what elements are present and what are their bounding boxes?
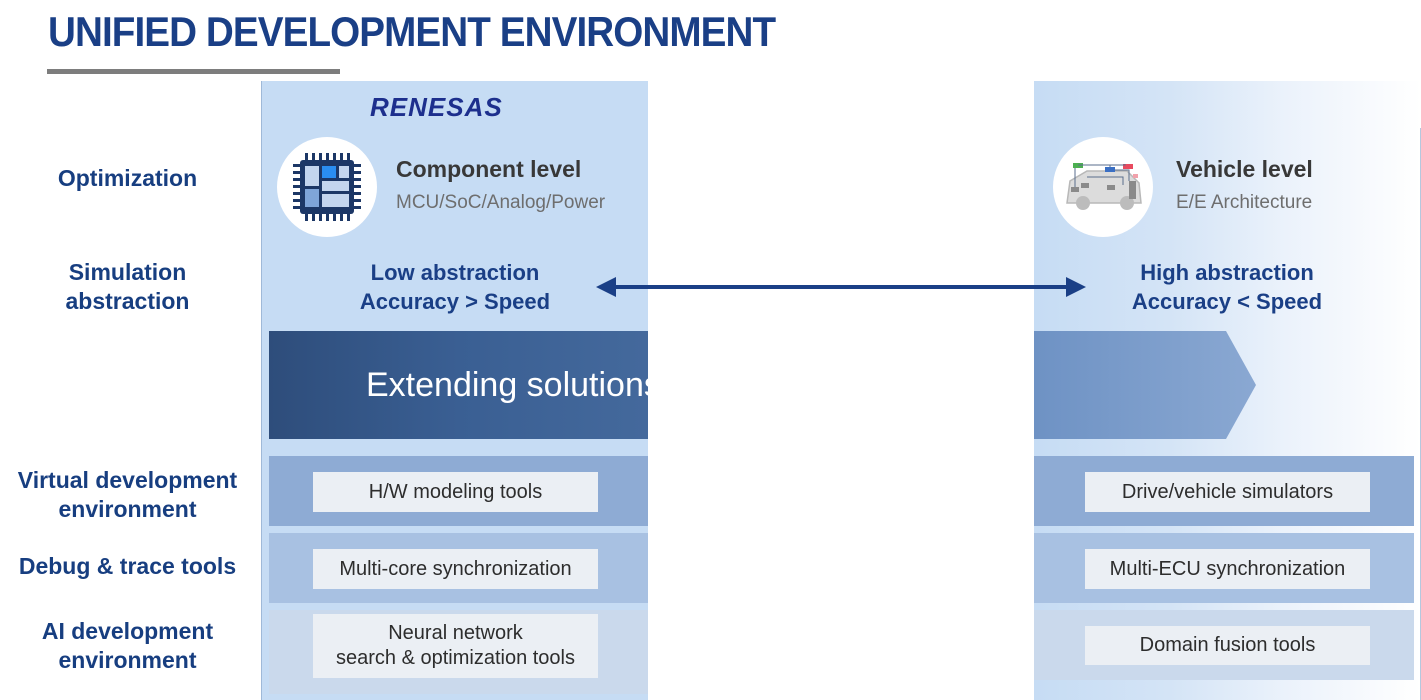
row-label-text: Optimization bbox=[57, 165, 198, 191]
row-label-debug: Debug & trace tools bbox=[0, 552, 255, 581]
extending-solutions-arrowhead bbox=[1034, 331, 1256, 439]
tool-label: Neural network bbox=[388, 622, 523, 644]
title-underline bbox=[47, 69, 340, 74]
tool-label: H/W modeling tools bbox=[368, 480, 543, 503]
tool-label: search & optimization tools bbox=[335, 647, 575, 669]
multi-ecu-sync-box: Multi-ECU synchronization bbox=[1085, 549, 1370, 589]
row-label-ai: AI development environment bbox=[0, 617, 255, 675]
column-divider bbox=[261, 81, 262, 700]
high-abstraction-label: High abstraction Accuracy < Speed bbox=[1077, 258, 1377, 316]
vehicle-architecture-icon bbox=[1053, 137, 1153, 237]
domain-fusion-tools-box: Domain fusion tools bbox=[1085, 626, 1370, 665]
row-label-simulation: Simulation abstraction bbox=[0, 258, 255, 316]
row-label-text: Debug & trace tools bbox=[18, 553, 237, 579]
row-label-text: environment bbox=[58, 647, 197, 673]
low-abstraction-label: Low abstraction Accuracy > Speed bbox=[305, 258, 605, 316]
abstraction-text: Accuracy > Speed bbox=[359, 289, 551, 314]
drive-vehicle-simulators-box: Drive/vehicle simulators bbox=[1085, 472, 1370, 512]
page-title: UNIFIED DEVELOPMENT ENVIRONMENT bbox=[48, 8, 776, 55]
tool-label: Multi-core synchronization bbox=[339, 557, 572, 580]
row-label-text: AI development bbox=[41, 618, 214, 644]
vehicle-level-title: Vehicle level bbox=[1176, 156, 1313, 182]
abstraction-text: High abstraction bbox=[1140, 260, 1314, 285]
row-label-text: Virtual development bbox=[17, 467, 238, 493]
chip-icon bbox=[277, 137, 377, 237]
vehicle-level-subtitle: E/E Architecture bbox=[1176, 192, 1313, 213]
row-label-text: environment bbox=[58, 496, 197, 522]
neural-network-tools-box: Neural network search & optimization too… bbox=[313, 614, 598, 678]
tool-label: Drive/vehicle simulators bbox=[1121, 480, 1334, 503]
extending-solutions-text: Extending solutions bbox=[366, 366, 661, 404]
abstraction-text: Low abstraction bbox=[370, 260, 540, 285]
component-level-title: Component level bbox=[396, 156, 582, 182]
tool-label: Domain fusion tools bbox=[1139, 634, 1316, 656]
abstraction-text: Accuracy < Speed bbox=[1131, 289, 1323, 314]
row-label-text: Simulation bbox=[68, 259, 187, 285]
double-arrow-icon bbox=[596, 277, 1086, 297]
extending-solutions-band bbox=[269, 331, 648, 439]
row-label-text: abstraction bbox=[65, 288, 190, 314]
tool-label: Multi-ECU synchronization bbox=[1109, 557, 1346, 580]
component-level-subtitle: MCU/SoC/Analog/Power bbox=[396, 192, 606, 213]
row-label-virtual: Virtual development environment bbox=[0, 466, 255, 524]
renesas-logo: RENESAS bbox=[370, 92, 503, 122]
hw-modeling-tools-box: H/W modeling tools bbox=[313, 472, 598, 512]
row-label-optimization: Optimization bbox=[0, 164, 255, 193]
multi-core-sync-box: Multi-core synchronization bbox=[313, 549, 598, 589]
